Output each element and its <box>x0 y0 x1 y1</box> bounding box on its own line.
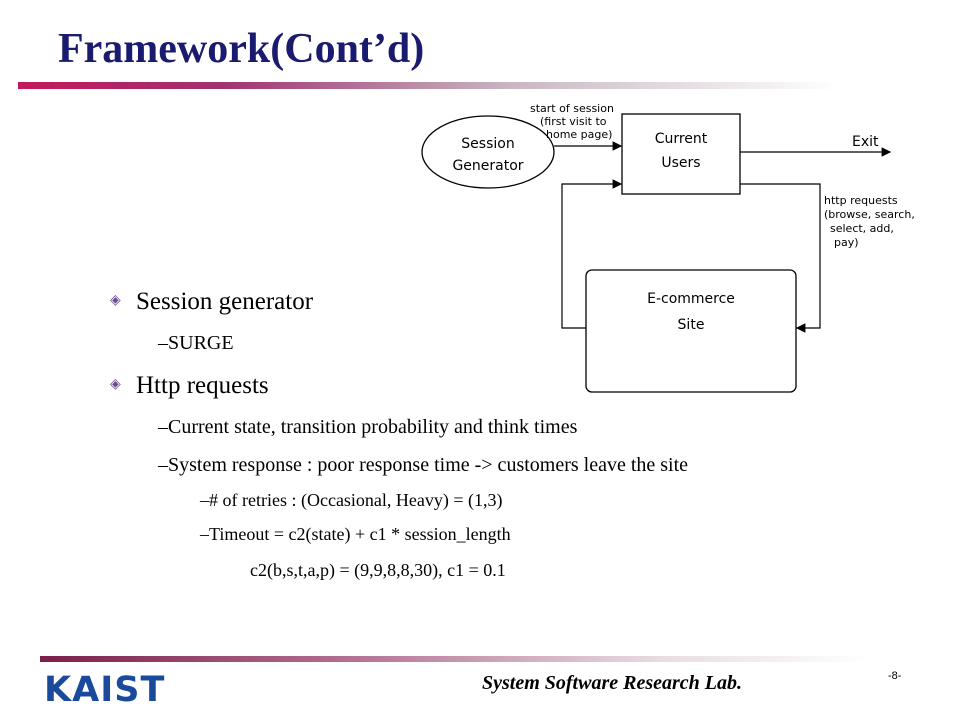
slide-title: Framework(Cont’d) <box>58 26 425 72</box>
kaist-logo-text: KAIST <box>44 670 165 706</box>
ecommerce-site-label-1: E-commerce <box>647 291 735 307</box>
diamond-bullet-icon: ◈ <box>110 377 121 392</box>
footer-divider <box>40 656 870 662</box>
exit-label: Exit <box>852 134 879 150</box>
http-label-1: http requests <box>824 194 898 207</box>
http-label-3: select, add, <box>830 222 894 235</box>
session-generator-node <box>421 115 555 189</box>
bullet-session-generator: ◈ Session generator <box>110 288 314 315</box>
start-label-1: start of session <box>530 102 614 115</box>
start-label-2: (first visit to <box>540 115 607 128</box>
sub-sub-bullet-timeout: –Timeout = c2(state) + c1 * session_leng… <box>200 524 511 544</box>
sub-bullet-surge: –SURGE <box>158 332 234 354</box>
diamond-bullet-icon: ◈ <box>110 293 121 308</box>
page-number: -8- <box>888 670 902 682</box>
http-label-2: (browse, search, <box>824 208 915 221</box>
kaist-logo: KAIST <box>44 670 165 706</box>
current-users-label-2: Users <box>661 155 700 171</box>
arrow-return <box>561 179 623 329</box>
session-generator-label-1: Session <box>461 136 514 152</box>
formula-line: c2(b,s,t,a,p) = (9,9,8,8,30), c1 = 0.1 <box>250 560 506 580</box>
current-users-label-1: Current <box>655 131 708 147</box>
bullet-http-requests: ◈ Http requests <box>110 372 269 399</box>
lab-name: System Software Research Lab. <box>482 672 742 694</box>
current-users-node <box>621 113 741 195</box>
framework-diagram: Session Generator Current Users E-commer… <box>421 102 915 393</box>
http-label-4: pay) <box>834 236 859 249</box>
ecommerce-site-label-2: Site <box>678 317 705 333</box>
sub-sub-bullet-retries: –# of retries : (Occasional, Heavy) = (1… <box>200 490 503 510</box>
arrow-http-requests <box>740 183 821 333</box>
start-label-3: home page) <box>546 128 612 141</box>
sub-bullet-system-response: –System response : poor response time ->… <box>158 454 689 476</box>
sub-bullet-current-state: –Current state, transition probability a… <box>158 416 578 438</box>
title-divider <box>18 82 838 89</box>
session-generator-label-2: Generator <box>452 158 523 174</box>
